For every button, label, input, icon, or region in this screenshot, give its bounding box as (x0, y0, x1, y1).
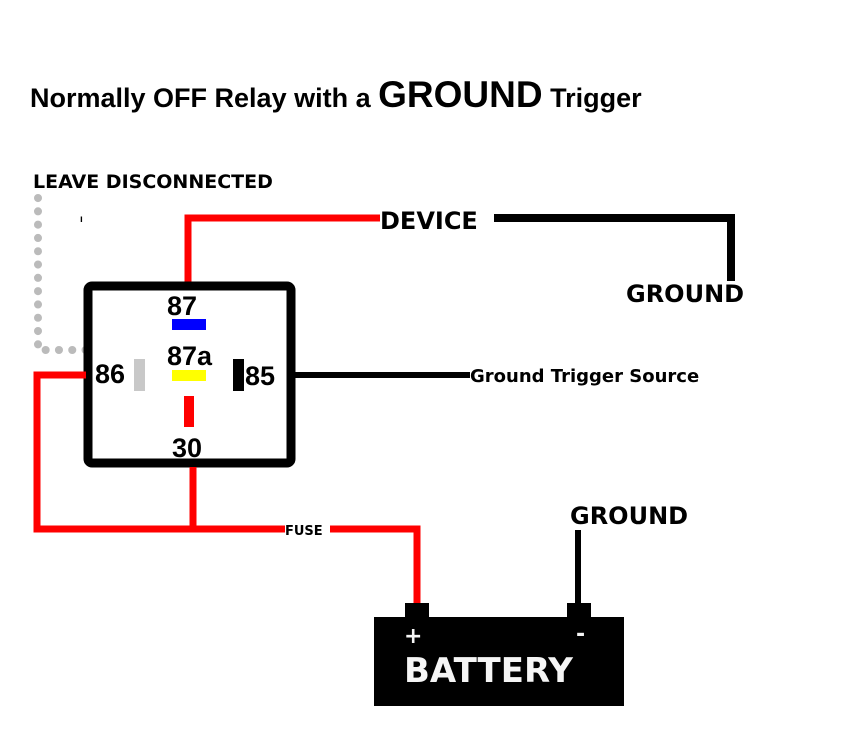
pin-85-terminal (233, 359, 244, 391)
pin-30-terminal (184, 396, 194, 427)
battery-minus-sign: - (576, 622, 585, 647)
battery-body (374, 617, 624, 706)
pin-87-label: 87 (167, 291, 197, 321)
battery-ground-label: GROUND (570, 502, 688, 530)
battery-negative-terminal (567, 603, 591, 619)
leave-disconnected-label: LEAVE DISCONNECTED (33, 171, 273, 193)
pin-86-terminal (134, 359, 145, 391)
device-label: DEVICE (380, 207, 478, 235)
wire-86-to-power (33, 371, 193, 533)
battery-plus-sign: + (404, 624, 422, 649)
pin-85-label: 85 (245, 361, 275, 391)
device-ground-label: GROUND (626, 280, 744, 308)
pin-86-label: 86 (95, 359, 125, 389)
ground-trigger-source-label: Ground Trigger Source (470, 366, 699, 387)
wire-87-to-device (184, 214, 380, 283)
battery-label: BATTERY (404, 651, 573, 691)
wire-30-to-fuse (189, 467, 285, 533)
pin-87-terminal (172, 319, 206, 330)
pin-87a-terminal (172, 370, 206, 381)
pin-30-label: 30 (172, 433, 202, 463)
wire-device-to-ground (494, 214, 735, 281)
battery-positive-terminal (405, 603, 429, 619)
wire-fuse-to-battery-positive (330, 525, 421, 605)
pin-87a-label: 87a (167, 341, 213, 371)
fuse-label: FUSE (285, 524, 323, 539)
diagram-title: Normally OFF Relay with a GROUND Trigger (30, 74, 642, 115)
stray-mark: ı (80, 214, 83, 225)
